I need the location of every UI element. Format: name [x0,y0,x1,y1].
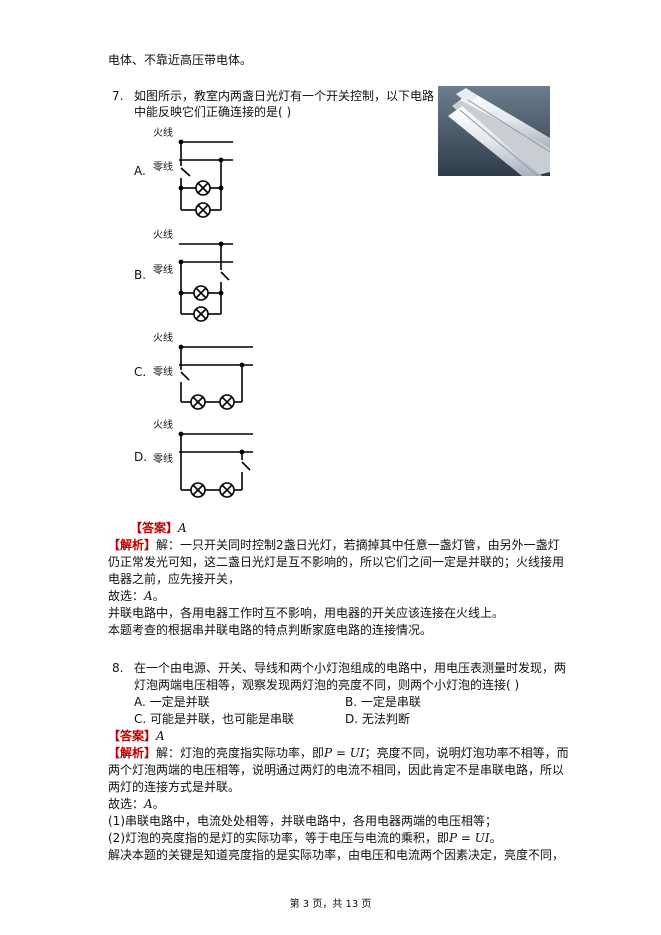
q7-choice: 故选：A。 [108,588,165,604]
q8-choice-suffix: 。 [152,797,165,811]
q8-analysis-line1: 【解析】解：灯泡的亮度指实际功率，即P = UI；亮度不同，说明灯泡功率不相等，… [108,745,569,761]
q7-analysis-label: 【解析】 [108,538,157,552]
q7-choice-prefix: 故选： [108,589,145,603]
label-neutral-d: 零线 [153,454,173,465]
label-neutral-b: 零线 [153,265,173,276]
q8-analysis-line3: 两灯的连接方式是并联。 [108,780,241,794]
label-live-a: 火线 [153,128,173,139]
q8-answer: 【答案】A [108,728,165,744]
q8-analysis-label: 【解析】 [108,746,157,760]
q8-number: 8. [112,661,124,675]
label-live-d: 火线 [153,420,173,431]
q8-choice-prefix: 故选： [108,797,145,811]
label-neutral-a: 零线 [153,162,173,173]
q7-number: 7. [112,89,124,103]
q7-option-b: B. [134,268,147,282]
q7-answer: 【答案】A [130,520,187,536]
q8-choice-value: A [144,797,153,811]
q8-analysis-text1a: 解：灯泡的亮度指实际功率，即 [156,746,325,760]
q8-stem-line2: 灯泡两端电压相等，观察发现两灯泡的亮度不同，则两个小灯泡的连接( ) [134,678,520,692]
label-live-c: 火线 [153,333,173,344]
q7-answer-value: A [178,521,187,535]
q8-note2: (2)灯泡的亮度指的是灯的实际功率，等于电压与电流的乘积，即P = UI。 [108,830,502,846]
q8-note2-text-b: 。 [489,831,502,845]
q7-option-a: A. [134,164,146,178]
q7-option-c: C. [134,365,147,379]
q7-answer-label: 【答案】 [130,521,179,535]
q7-choice-suffix: 。 [152,589,165,603]
q8-analysis-line2: 两个灯泡两端的电压相等，说明通过两灯的电流不相同，因此肯定不是串联电路，所以 [108,763,565,777]
q8-option-a: A. 一定是并联 [134,695,210,709]
q8-note2-formula: P = UI [449,831,490,845]
q8-answer-label: 【答案】 [108,729,157,743]
q7-stem-line2: 中能反映它们正确连接的是( ) [134,105,292,119]
q8-analysis-formula: P = UI [324,746,365,760]
intro-line: 电体、不靠近高压带电体。 [108,53,253,67]
q8-note1: (1)串联电路中，电流处处相等，并联电路中，各用电器两端的电压相等； [108,814,498,828]
q7-stem-line1: 如图所示，教室内两盏日光灯有一个开关控制，以下电路 [134,89,435,103]
q7-analysis-line1: 【解析】解：一只开关同时控制2盏日光灯，若摘掉其中任意一盏灯管，由另外一盏灯 [108,537,560,553]
q7-analysis-line2: 仍正常发光可知，这二盏日光灯是互不影响的，所以它们之间一定是并联的；火线接用 [108,555,565,569]
q8-option-c: C. 可能是并联，也可能是串联 [134,712,295,726]
label-neutral-c: 零线 [153,367,173,378]
q7-choice-value: A [144,589,153,603]
q7-note2: 本题考查的根据串并联电路的特点判断家庭电路的连接情况。 [108,623,433,637]
q8-answer-value: A [156,729,165,743]
q7-analysis-text1: 解：一只开关同时控制2盏日光灯，若摘掉其中任意一盏灯管，由另外一盏灯 [156,538,560,552]
label-live-b: 火线 [153,230,173,241]
q7-analysis-line3: 电器之前，应先接开关， [108,572,241,586]
q7-option-d: D. [134,450,148,464]
q8-choice: 故选：A。 [108,796,165,812]
q8-note3: 解决本题的关键是知道亮度指的是实际功率，由电压和电流两个因素决定，亮度不同， [108,848,565,862]
q8-option-b: B. 一定是串联 [345,695,421,709]
q8-note2-text-a: (2)灯泡的亮度指的是灯的实际功率，等于电压与电流的乘积，即 [108,831,450,845]
fluorescent-lamp-image [438,86,550,176]
q8-option-d: D. 无法判断 [345,712,410,726]
q8-analysis-text1b: ；亮度不同，说明灯泡功率不相等，而 [364,746,569,760]
page-footer: 第 3 页，共 13 页 [289,899,372,910]
fluorescent-lamp-photo [438,86,550,176]
q7-note1: 并联电路中，各用电器工作时互不影响，用电器的开关应该连接在火线上。 [108,606,505,620]
q8-stem-line1: 在一个由电源、开关、导线和两个小灯泡组成的电路中，用电压表测量时发现，两 [134,661,567,675]
